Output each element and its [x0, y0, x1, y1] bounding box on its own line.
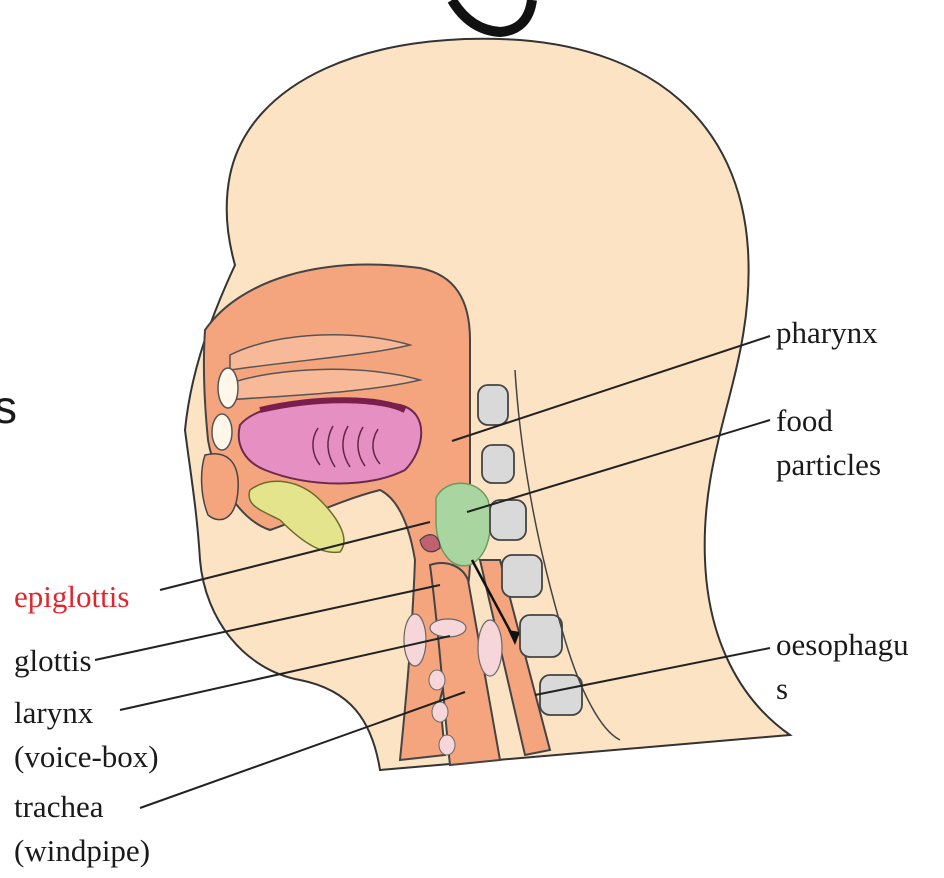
- tracheal-ring: [439, 735, 455, 755]
- label-food-line1: food: [776, 402, 833, 440]
- lower-tooth: [212, 414, 232, 450]
- cropped-side-text: s: [0, 384, 17, 430]
- label-larynx-line2: (voice-box): [14, 738, 159, 776]
- tracheal-ring: [429, 670, 445, 690]
- vertebra: [490, 500, 526, 540]
- label-trachea-line1: trachea: [14, 788, 103, 826]
- label-larynx-line1: larynx: [14, 694, 93, 732]
- tracheal-ring: [432, 702, 448, 722]
- label-oesophagus-line2: s: [776, 670, 788, 708]
- upper-tooth: [218, 368, 238, 408]
- laryngeal-cartilage: [478, 620, 502, 676]
- vertebra: [520, 615, 562, 657]
- label-pharynx: pharynx: [776, 314, 878, 352]
- food-bolus: [436, 483, 491, 566]
- laryngeal-cartilage: [430, 619, 466, 637]
- vertebra: [482, 445, 514, 483]
- cropped-title-glyph: [452, 0, 532, 32]
- label-oesophagus-line1: oesophagu: [776, 626, 909, 664]
- vertebra: [478, 385, 508, 425]
- label-glottis: glottis: [14, 642, 92, 680]
- label-food-line2: particles: [776, 446, 881, 484]
- tongue: [239, 399, 422, 483]
- label-epiglottis: epiglottis: [14, 578, 129, 616]
- label-trachea-line2: (windpipe): [14, 832, 150, 870]
- vertebra: [502, 555, 542, 597]
- lower-jaw: [202, 454, 239, 520]
- vertebra: [540, 675, 582, 715]
- laryngeal-cartilage: [404, 614, 426, 666]
